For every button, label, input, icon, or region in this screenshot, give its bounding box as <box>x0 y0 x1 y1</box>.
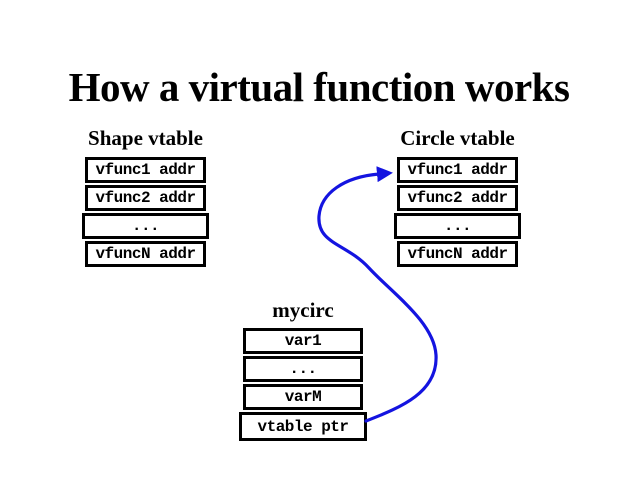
shape-vtable-row-vfuncN: vfuncN addr <box>85 241 206 267</box>
shape-vtable-row-ellipsis: ... <box>82 213 209 239</box>
shape-vtable-row-vfunc1: vfunc1 addr <box>85 157 206 183</box>
circle-vtable-row-vfuncN: vfuncN addr <box>397 241 518 267</box>
mycirc-row-varM: varM <box>243 384 363 410</box>
mycirc-object: var1 ... varM vtable ptr <box>239 328 367 443</box>
mycirc-row-ellipsis: ... <box>243 356 363 382</box>
circle-vtable: vfunc1 addr vfunc2 addr ... vfuncN addr <box>394 157 521 269</box>
slide-title: How a virtual function works <box>68 64 570 110</box>
circle-vtable-row-vfunc1: vfunc1 addr <box>397 157 518 183</box>
circle-vtable-label: Circle vtable <box>400 126 515 150</box>
shape-vtable-label: Shape vtable <box>88 126 203 150</box>
shape-vtable-row-vfunc2: vfunc2 addr <box>85 185 206 211</box>
mycirc-row-var1: var1 <box>243 328 363 354</box>
circle-vtable-row-vfunc2: vfunc2 addr <box>397 185 518 211</box>
circle-vtable-row-ellipsis: ... <box>394 213 521 239</box>
mycirc-row-vtable-ptr: vtable ptr <box>239 412 367 441</box>
shape-vtable: vfunc1 addr vfunc2 addr ... vfuncN addr <box>82 157 209 269</box>
mycirc-label: mycirc <box>272 298 334 322</box>
